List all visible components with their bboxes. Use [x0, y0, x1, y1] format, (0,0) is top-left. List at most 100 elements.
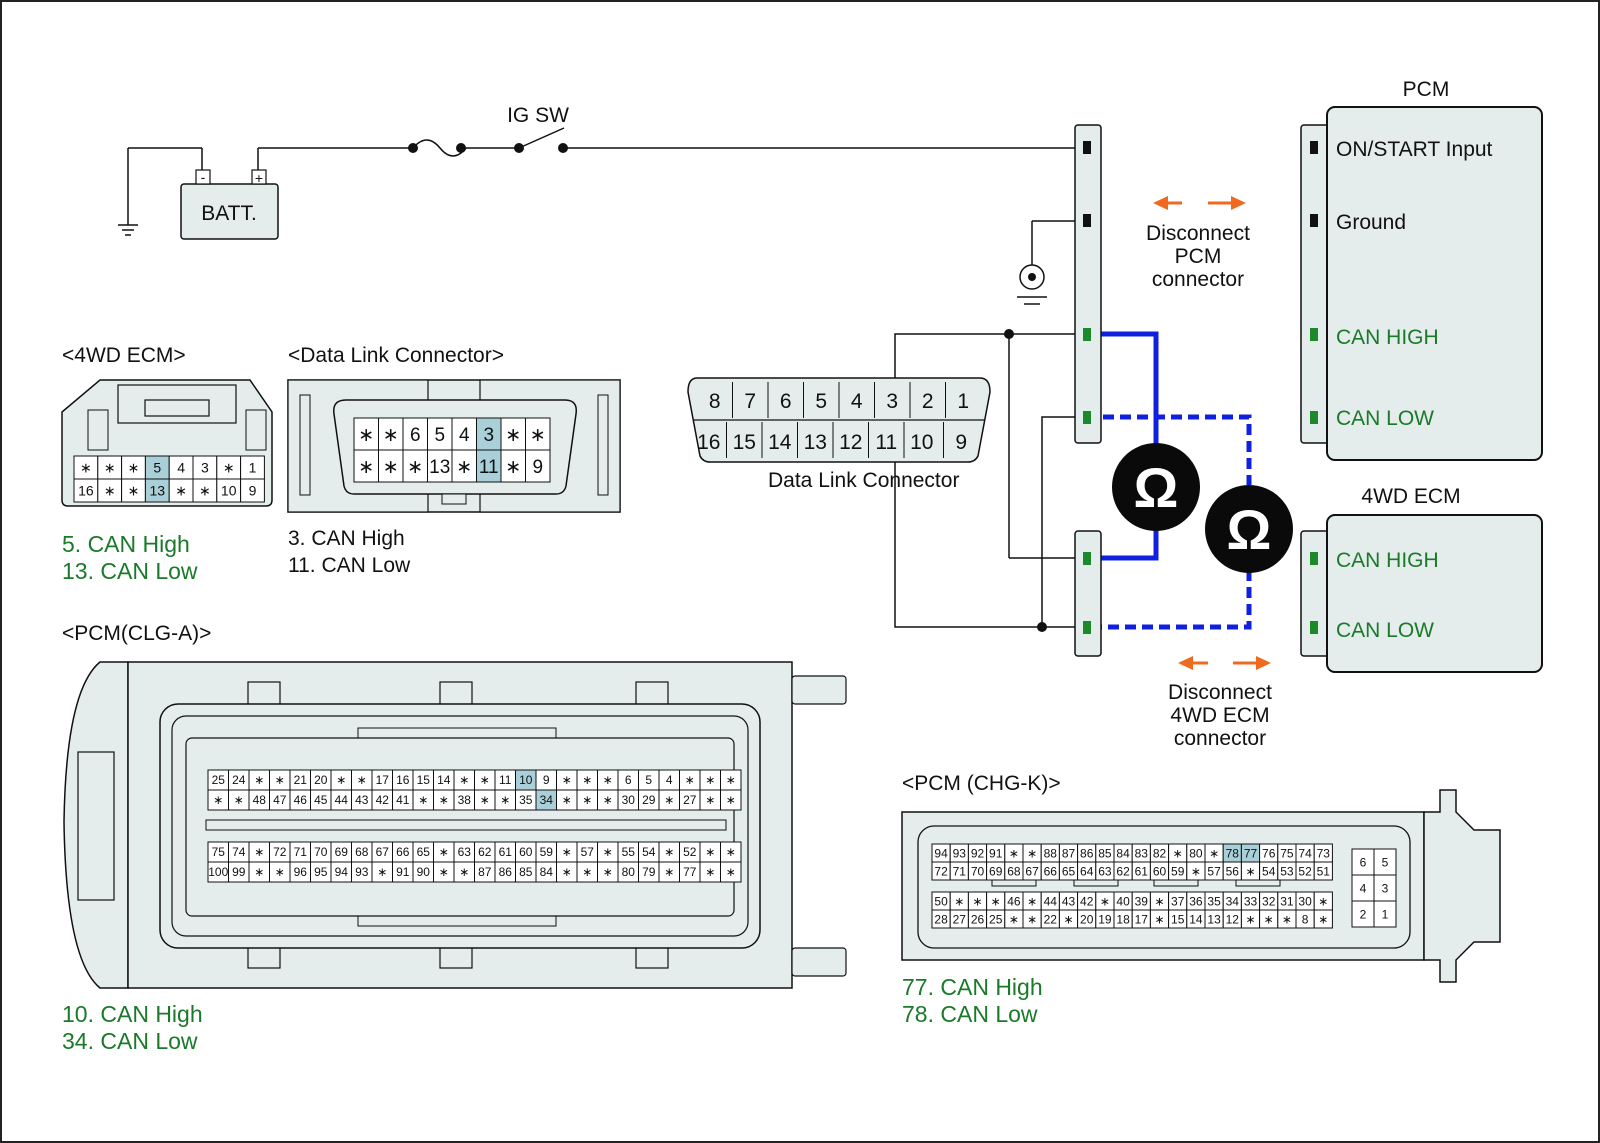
- pin-label: 11: [499, 773, 512, 787]
- pin-cell-9: 9: [240, 478, 265, 503]
- pin-cell-9: 9: [535, 769, 557, 791]
- pin-cell-empty: ∗: [658, 789, 680, 811]
- pin-cell-43: 43: [351, 789, 373, 811]
- pin-label: ∗: [1318, 912, 1328, 926]
- pin-label: 33: [1244, 894, 1258, 908]
- pcm-harness-connector: [1074, 124, 1102, 444]
- pin-label: ∗: [726, 793, 736, 807]
- pin-cell-empty: ∗: [1149, 891, 1170, 911]
- svg-text:Ω: Ω: [1227, 498, 1272, 561]
- pin-label: 82: [1153, 846, 1167, 860]
- pin-label: 45: [314, 793, 328, 807]
- pin-cell-52: 52: [1295, 861, 1315, 881]
- pin-label: 92: [971, 846, 985, 860]
- pin-label: 86: [499, 865, 513, 879]
- pin-label: ∗: [1282, 912, 1292, 926]
- pin-cell-96: 96: [289, 861, 311, 883]
- pin-cell-1: 1: [1373, 900, 1397, 928]
- pin-cell-6: 6: [402, 417, 428, 451]
- pin-cell-11: 11: [494, 769, 516, 791]
- pin-cell-empty: ∗: [121, 478, 146, 503]
- pin-label: 2: [1360, 907, 1367, 921]
- pin-cell-71: 71: [289, 841, 311, 863]
- pin-cell-27: 27: [949, 909, 969, 929]
- pin-cell-empty: ∗: [1022, 891, 1042, 911]
- pin-cell-55: 55: [617, 841, 639, 863]
- battery-minus-label: -: [201, 169, 206, 185]
- pin-label: 11: [479, 457, 499, 478]
- pcm-k-note-can-high: 77. CAN High: [902, 974, 1043, 1000]
- pin-label: ∗: [1027, 894, 1037, 908]
- pin-cell-57: 57: [576, 841, 598, 863]
- pin-label: 54: [642, 845, 656, 859]
- pin-cell-60: 60: [1149, 861, 1170, 881]
- pin-label: 74: [1298, 846, 1312, 860]
- dlc-main-pin-1: 1: [957, 390, 969, 413]
- pin-label: 35: [1207, 894, 1221, 908]
- pin-label: 3: [483, 425, 494, 446]
- pin-label: 83: [1135, 846, 1149, 860]
- svg-text:Disconnect: Disconnect: [1146, 222, 1250, 245]
- pin-cell-empty: ∗: [494, 789, 516, 811]
- pin-label: 72: [934, 864, 948, 878]
- pin-label: 90: [417, 865, 431, 879]
- dlc-main-pin-7: 7: [744, 390, 756, 413]
- pin-label: 63: [458, 845, 472, 859]
- pin-cell-31: 31: [1277, 891, 1297, 911]
- pin-cell-empty: ∗: [1240, 861, 1261, 881]
- pin-cell-empty: ∗: [1277, 909, 1297, 929]
- ecm-pin-can-low: CAN LOW: [1336, 619, 1434, 642]
- pin-label: 57: [1207, 864, 1221, 878]
- pin-cell-12: 12: [1222, 909, 1242, 929]
- pin-label: ∗: [234, 793, 244, 807]
- pin-cell-29: 29: [638, 789, 660, 811]
- ohmmeter-can-low-icon: Ω: [1205, 485, 1293, 573]
- pin-cell-empty: ∗: [500, 449, 526, 483]
- pin-cell-62: 62: [474, 841, 496, 863]
- pin-label: 84: [540, 865, 554, 879]
- pin-cell-15: 15: [412, 769, 434, 791]
- pin-label: ∗: [128, 460, 140, 476]
- pin-cell-empty: ∗: [658, 841, 680, 863]
- pin-label: 67: [376, 845, 390, 859]
- pin-cell-1: 1: [240, 455, 265, 480]
- pin-label: ∗: [275, 773, 285, 787]
- pin-cell-100: 100: [207, 861, 229, 883]
- pin-cell-empty: ∗: [720, 789, 742, 811]
- pin-cell-empty: ∗: [330, 769, 352, 791]
- dlc-main-pin-6: 6: [780, 390, 792, 413]
- pin-cell-empty: ∗: [353, 417, 379, 451]
- pin-label: ∗: [104, 460, 116, 476]
- pin-cell-26: 26: [967, 909, 988, 929]
- battery: - + BATT.: [180, 148, 279, 240]
- pin-label: 29: [642, 793, 656, 807]
- pin-label: ∗: [439, 793, 449, 807]
- pin-label: ∗: [254, 845, 264, 859]
- pin-label: 1: [249, 460, 257, 476]
- dlc-main-pin-15: 15: [733, 431, 756, 454]
- pin-label: 15: [417, 773, 431, 787]
- pin-label: 71: [294, 845, 308, 859]
- pin-cell-empty: ∗: [453, 769, 475, 791]
- pin-cell-38: 38: [453, 789, 475, 811]
- pin-cell-empty: ∗: [269, 861, 291, 883]
- pcm-pin-can-high: CAN HIGH: [1336, 326, 1439, 349]
- dlc-connector-title: <Data Link Connector>: [288, 344, 504, 367]
- disconnect-pcm-note: Disconnect PCM connector: [1146, 222, 1250, 291]
- pin-cell-empty: ∗: [412, 789, 434, 811]
- pin-cell-empty: ∗: [556, 861, 578, 883]
- pin-label: ∗: [418, 793, 428, 807]
- ecm-module: 4WD ECM CAN HIGH CAN LOW: [1300, 485, 1543, 673]
- pin-label: ∗: [1027, 912, 1037, 926]
- pin-label: 36: [1189, 894, 1203, 908]
- pin-cell-empty: ∗: [192, 478, 218, 503]
- pin-label: 5: [153, 460, 161, 476]
- pin-label: 26: [971, 912, 985, 926]
- pin-label: 5: [434, 425, 445, 446]
- pin-cell-54: 54: [1259, 861, 1279, 881]
- pin-cell-empty: ∗: [1058, 909, 1079, 929]
- pin-cell-44: 44: [1040, 891, 1060, 911]
- pin-label: 56: [1226, 864, 1240, 878]
